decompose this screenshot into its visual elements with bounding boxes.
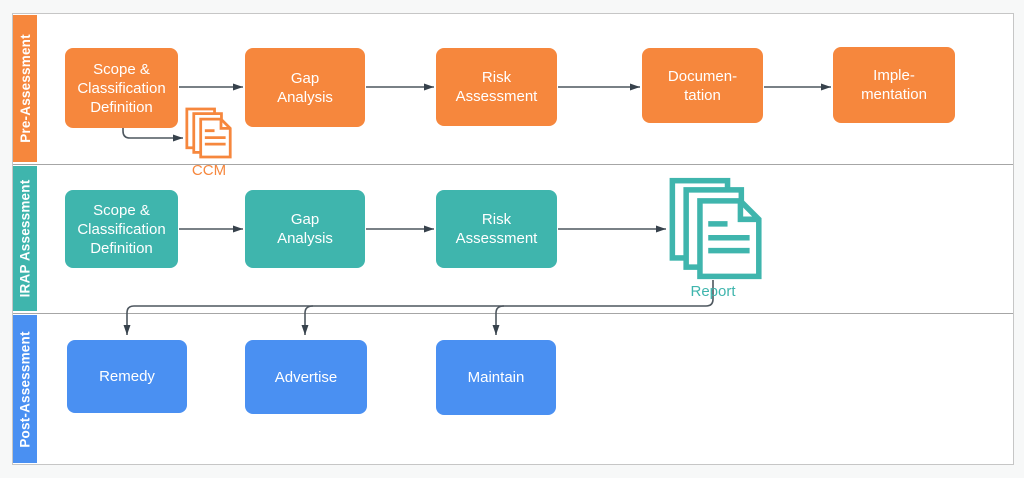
report-documents-icon [668,177,765,280]
arrow-report-to-maintain [492,305,505,335]
node-irap-gap-analysis: Gap Analysis [245,190,365,268]
arrow-report-to-remedy [123,280,714,335]
node-label: Risk Assessment [455,69,538,105]
node-label: Documen- tation [667,67,738,104]
lane-post-assessment: Post-Assessment [13,315,37,463]
node-pre-gap-analysis: Gap Analysis [245,48,365,127]
node-post-remedy: Remedy [67,340,187,413]
arrow-pre-scope-to-ccm [122,128,183,142]
node-label: Maintain [467,369,525,386]
node-label: Advertise [274,368,338,386]
node-pre-implementation: Imple- mentation [833,47,955,123]
ccm-label: CCM [191,162,227,179]
node-label: Gap Analysis [277,211,333,247]
node-post-maintain: Maintain [436,340,556,415]
lane-irap-assessment: IRAP Assessment [13,166,37,311]
node-label: Scope & Classification Definition [77,201,166,257]
node-label: Imple- mentation [861,67,927,103]
node-label: Scope & Classification Definition [77,60,166,116]
node-post-advertise: Advertise [245,340,367,414]
node-irap-risk-assessment: Risk Assessment [436,190,557,268]
node-label: Gap Analysis [277,69,333,106]
node-pre-documentation: Documen- tation [642,48,763,123]
report-label: Report [690,283,736,300]
lane-divider-2 [13,313,1013,314]
lane-divider-1 [13,164,1013,165]
ccm-documents-icon [185,106,233,160]
arrow-report-to-advertise [301,305,314,335]
lane-pre-assessment: Pre-Assessment [13,15,37,162]
node-label: Remedy [99,368,155,385]
node-irap-scope-classification-definition: Scope & Classification Definition [65,190,178,268]
node-label: Risk Assessment [455,211,538,247]
node-pre-risk-assessment: Risk Assessment [436,48,557,126]
node-pre-scope-classification-definition: Scope & Classification Definition [65,48,178,128]
